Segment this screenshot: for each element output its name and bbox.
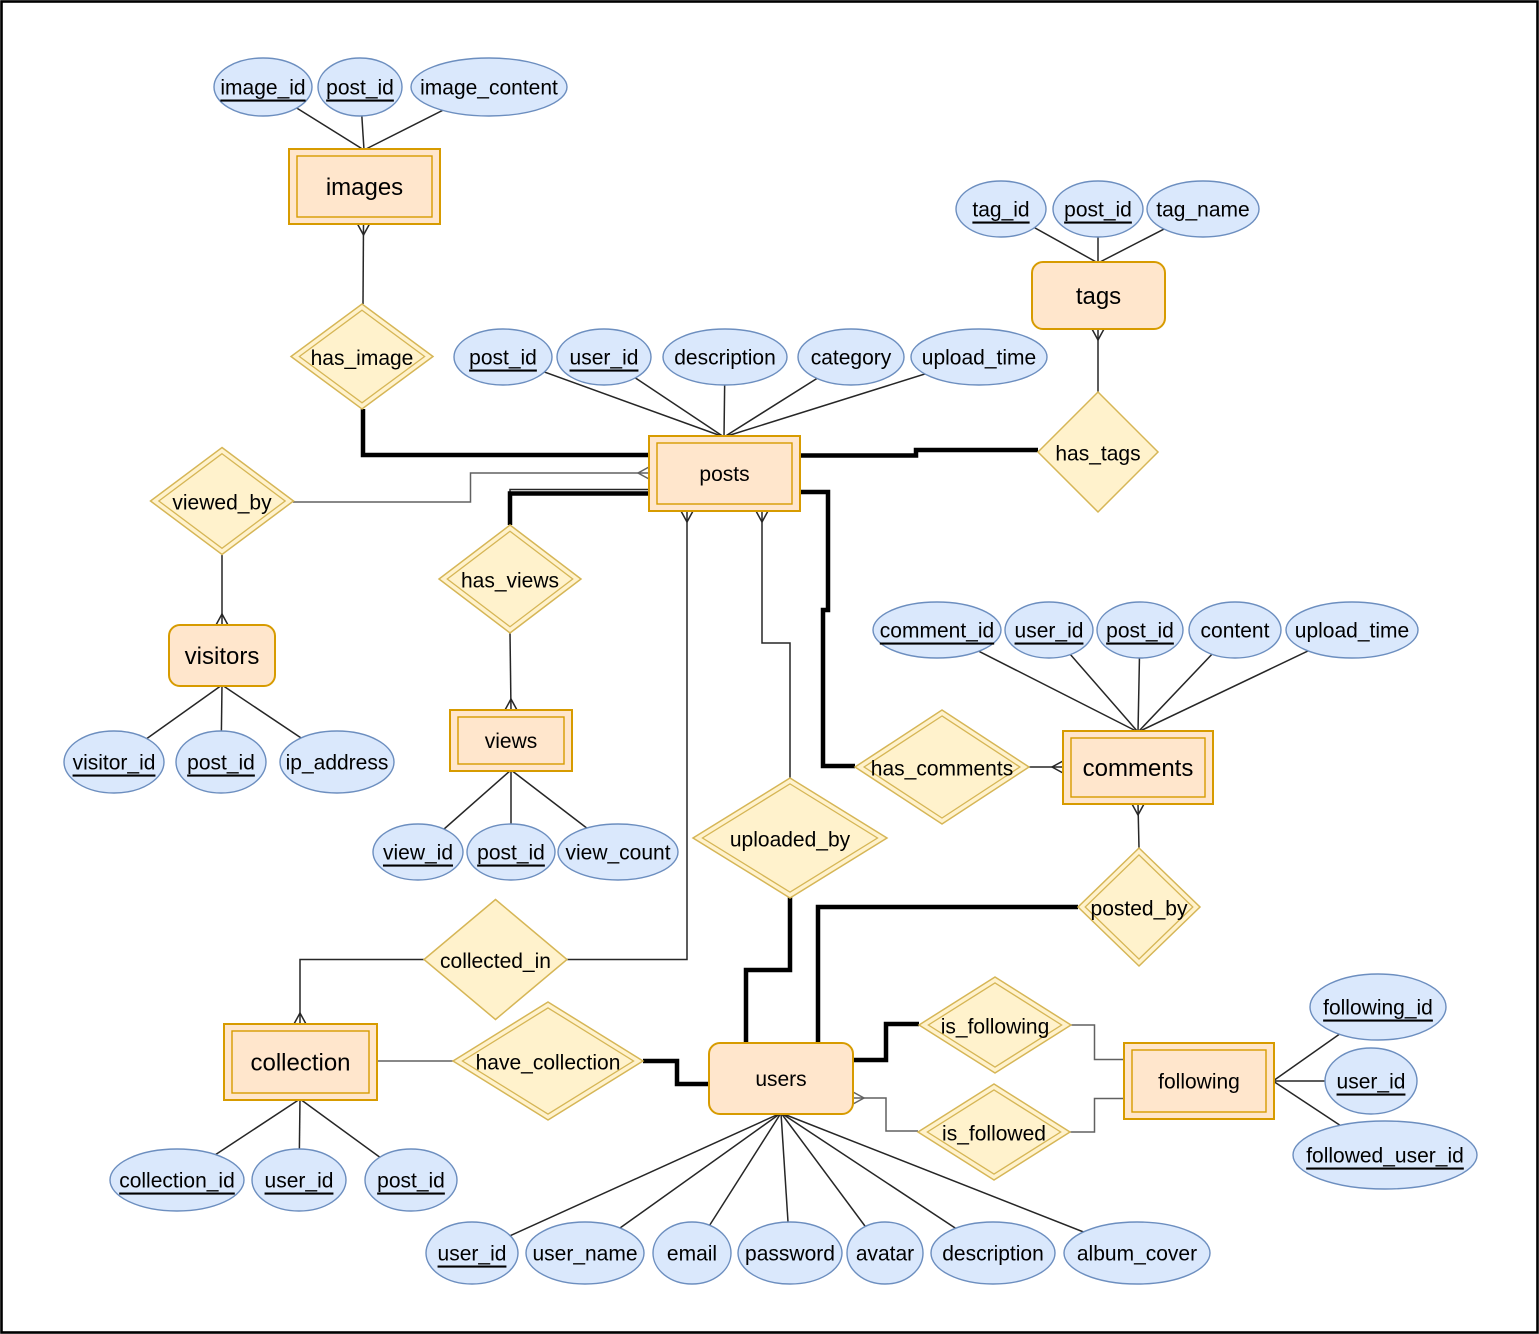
svg-text:collected_in: collected_in (440, 950, 551, 973)
svg-text:user_id: user_id (438, 1243, 507, 1266)
svg-text:view_count: view_count (565, 842, 670, 865)
svg-text:tag_name: tag_name (1156, 199, 1249, 222)
svg-text:image_id: image_id (220, 77, 305, 100)
svg-text:is_following: is_following (941, 1016, 1050, 1039)
svg-text:following_id: following_id (1323, 997, 1433, 1020)
svg-text:upload_time: upload_time (922, 347, 1036, 370)
svg-text:images: images (326, 174, 403, 201)
svg-text:post_id: post_id (377, 1170, 445, 1193)
svg-text:uploaded_by: uploaded_by (730, 829, 851, 852)
svg-text:collection_id: collection_id (119, 1170, 235, 1193)
svg-text:album_cover: album_cover (1077, 1243, 1197, 1266)
svg-text:user_id: user_id (265, 1170, 334, 1193)
svg-text:have_collection: have_collection (476, 1052, 621, 1075)
svg-text:followed_user_id: followed_user_id (1306, 1145, 1464, 1168)
svg-text:description: description (942, 1243, 1044, 1266)
svg-text:upload_time: upload_time (1295, 620, 1409, 643)
svg-text:is_followed: is_followed (942, 1123, 1046, 1146)
svg-text:has_comments: has_comments (871, 758, 1013, 781)
svg-text:following: following (1158, 1071, 1240, 1094)
svg-text:ip_address: ip_address (286, 752, 389, 775)
svg-text:user_id: user_id (1015, 620, 1084, 643)
svg-text:email: email (667, 1243, 717, 1266)
svg-text:content: content (1201, 620, 1270, 643)
svg-text:visitor_id: visitor_id (73, 752, 156, 775)
svg-text:password: password (745, 1243, 835, 1266)
svg-text:posts: posts (699, 463, 749, 486)
svg-text:collection: collection (250, 1050, 350, 1077)
svg-text:visitors: visitors (185, 643, 260, 670)
svg-text:view_id: view_id (383, 842, 453, 865)
svg-text:post_id: post_id (477, 842, 545, 865)
svg-text:viewed_by: viewed_by (172, 492, 272, 515)
svg-text:has_image: has_image (311, 347, 414, 370)
svg-text:post_id: post_id (1064, 199, 1132, 222)
svg-text:has_views: has_views (461, 570, 559, 593)
svg-text:user_id: user_id (1337, 1071, 1406, 1094)
svg-text:avatar: avatar (856, 1243, 914, 1266)
svg-text:user_name: user_name (532, 1243, 637, 1266)
svg-text:comments: comments (1083, 755, 1194, 782)
svg-text:tag_id: tag_id (972, 199, 1029, 222)
svg-text:category: category (811, 347, 892, 370)
svg-text:comment_id: comment_id (880, 620, 994, 643)
svg-text:users: users (755, 1068, 806, 1091)
svg-text:tags: tags (1076, 283, 1121, 310)
svg-text:description: description (674, 347, 776, 370)
svg-text:post_id: post_id (326, 77, 394, 100)
svg-text:post_id: post_id (469, 347, 537, 370)
svg-text:user_id: user_id (570, 347, 639, 370)
svg-text:posted_by: posted_by (1091, 898, 1188, 921)
svg-text:post_id: post_id (187, 752, 255, 775)
svg-text:has_tags: has_tags (1055, 443, 1140, 466)
svg-text:post_id: post_id (1106, 620, 1174, 643)
svg-text:image_content: image_content (420, 77, 558, 100)
svg-text:views: views (485, 730, 538, 753)
